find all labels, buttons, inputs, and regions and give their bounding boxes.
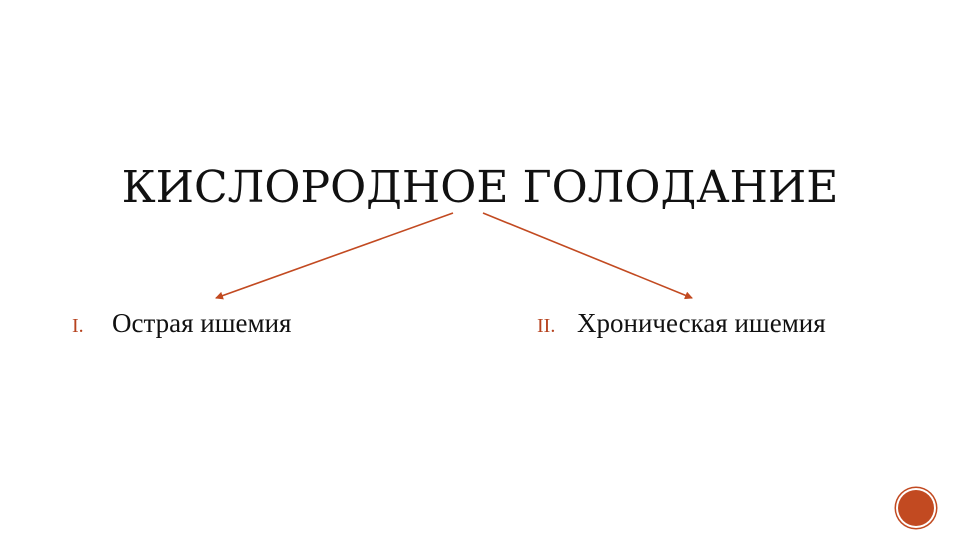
page-number-badge — [898, 490, 934, 526]
list-item-label: Острая ишемия — [112, 308, 292, 338]
list-item-number: II. — [537, 315, 556, 337]
arrow-left — [215, 212, 454, 300]
arrow-right — [482, 212, 693, 300]
list-item-label: Хроническая ишемия — [577, 308, 826, 338]
list-item-acute-ischemia: I. Острая ишемия — [72, 306, 291, 343]
slide-title: КИСЛОРОДНОЕ ГОЛОДАНИЕ — [121, 162, 839, 213]
list-item-number: I. — [72, 315, 84, 337]
list-item-chronic-ischemia: II. Хроническая ишемия — [537, 306, 826, 343]
